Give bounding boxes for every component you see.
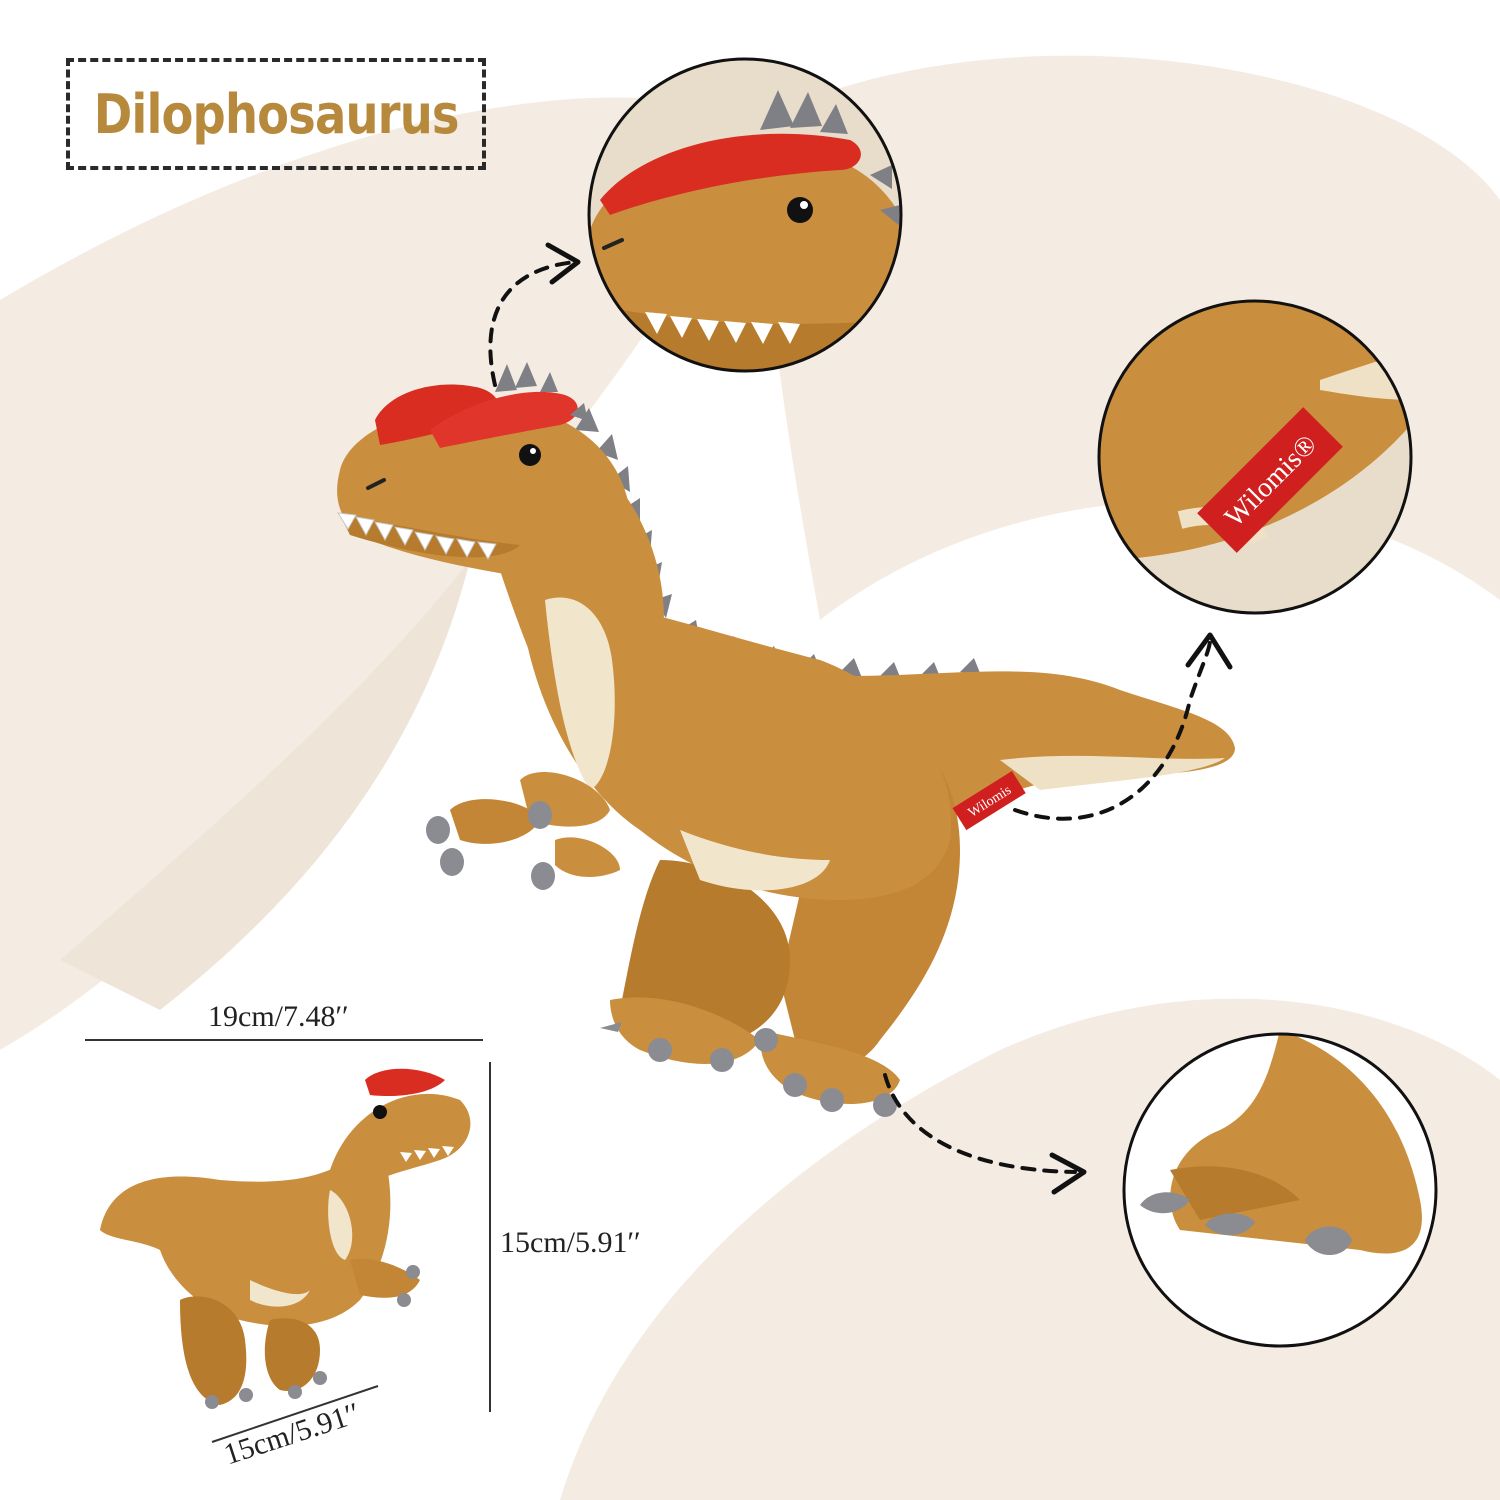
eye bbox=[519, 444, 541, 466]
arrow-heads bbox=[545, 242, 1233, 1195]
pointer-arrows bbox=[488, 260, 1212, 1174]
width-label: 19cm/7.48′′ bbox=[208, 1000, 349, 1033]
closeup-foot bbox=[1122, 1032, 1438, 1348]
teeth bbox=[337, 512, 497, 561]
product-title: Dilophosaurus bbox=[93, 82, 460, 146]
closeup-head bbox=[587, 57, 903, 373]
main-dinosaur-plush: Wilomis bbox=[337, 362, 1235, 1117]
head-spikes bbox=[495, 362, 588, 421]
closeup-brand-tag: Wilomis® bbox=[1097, 299, 1413, 615]
foot-claws bbox=[600, 1022, 897, 1117]
depth-line bbox=[211, 1385, 379, 1443]
small-dinosaur-plush bbox=[100, 1068, 471, 1409]
size-diagram bbox=[85, 1039, 491, 1443]
hand-claws bbox=[426, 801, 555, 890]
height-label: 15cm/5.91′′ bbox=[500, 1226, 641, 1259]
title-box: Dilophosaurus bbox=[66, 58, 486, 170]
